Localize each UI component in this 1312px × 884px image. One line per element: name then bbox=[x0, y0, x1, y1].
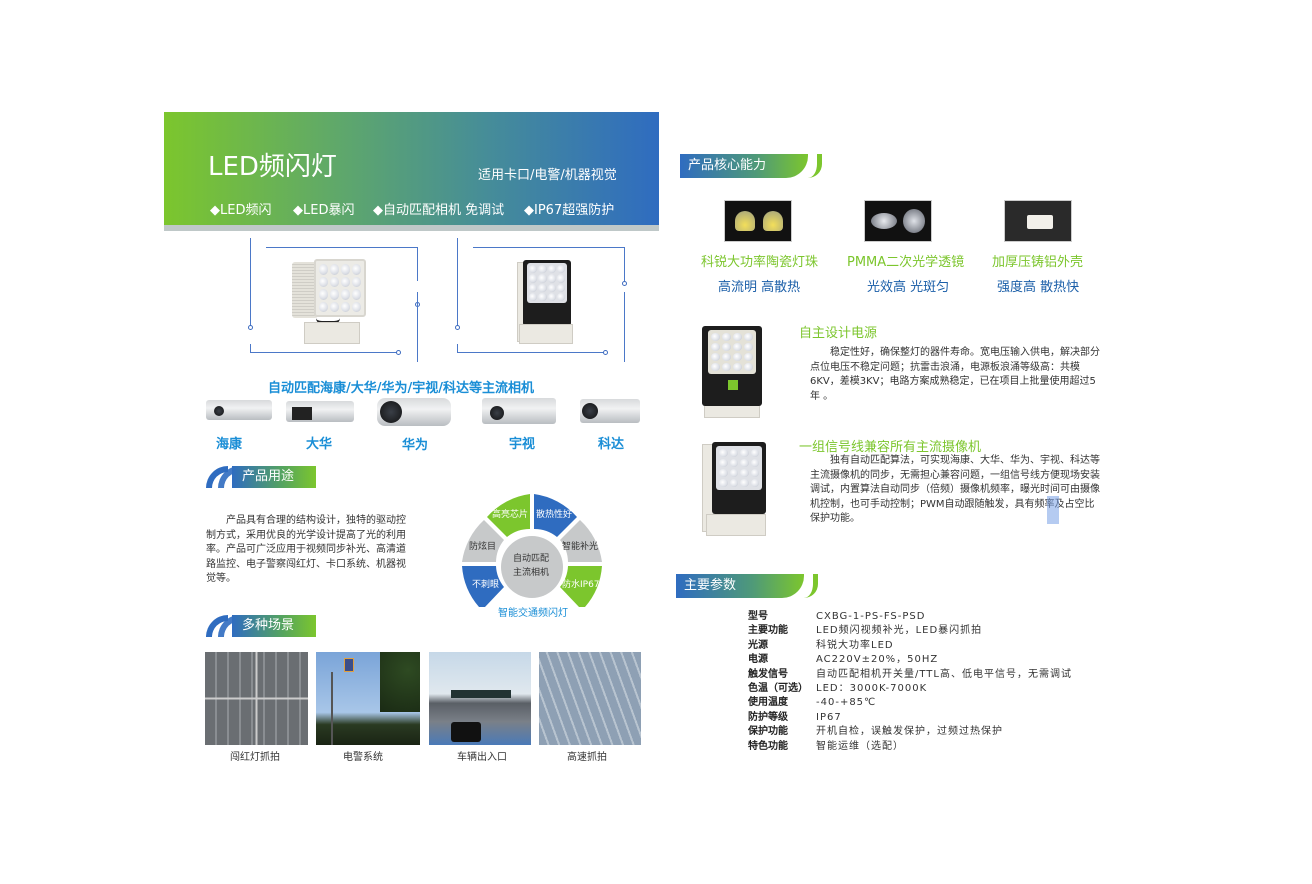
scene-image-e-police bbox=[316, 652, 420, 745]
core-sub-pmma-lens: 光效高 光斑匀 bbox=[867, 280, 950, 295]
header-banner bbox=[164, 112, 659, 226]
wheel-segment-anti-dazzle: 防炫目 bbox=[469, 542, 497, 552]
camera-image-dahua bbox=[286, 401, 354, 422]
camera-image-uniview bbox=[482, 398, 556, 424]
param-key: 触发信号 bbox=[748, 668, 788, 680]
param-key: 使用温度 bbox=[748, 697, 788, 709]
scene-label-highway: 高速抓拍 bbox=[567, 752, 607, 763]
feature-title-signal: 一组信号线兼容所有主流摄像机 bbox=[799, 440, 982, 455]
feature-led-flash: ◆LED频闪 bbox=[210, 203, 272, 218]
camera-label-hikvision: 海康 bbox=[216, 437, 243, 452]
section-tab-params: 主要参数 bbox=[676, 574, 821, 598]
param-row: 型号 CXBG-1-PS-FS-PSD bbox=[748, 610, 1072, 624]
camera-image-kedacom bbox=[580, 399, 640, 423]
scene-image-vehicle-gate bbox=[429, 652, 531, 745]
param-value: LED频闪视频补光，LED暴闪抓拍 bbox=[816, 625, 983, 637]
camera-label-dahua: 大华 bbox=[306, 437, 333, 452]
camera-label-huawei: 华为 bbox=[402, 438, 429, 453]
feature-title-power: 自主设计电源 bbox=[799, 326, 878, 341]
param-row: 保护功能 开机自检，误触发保护，过频过热保护 bbox=[748, 725, 1072, 739]
usage-paragraph: 产品具有合理的结构设计，独特的驱动控制方式，采用优良的光学设计提高了光的利用率。… bbox=[206, 515, 406, 584]
cameras-title: 自动匹配海康/大华/华为/宇视/科达等主流相机 bbox=[268, 381, 534, 396]
section-title-scenes: 多种场景 bbox=[232, 615, 316, 637]
scene-image-highway bbox=[539, 652, 641, 745]
scene-label-red-light: 闯红灯抓拍 bbox=[230, 752, 280, 763]
section-tab-usage: 产品用途 bbox=[206, 466, 316, 488]
core-image-led-chip bbox=[724, 200, 792, 242]
param-key: 特色功能 bbox=[748, 740, 788, 752]
core-title-pmma-lens: PMMA二次光学透镜 bbox=[847, 255, 965, 270]
param-row: 触发信号 自动匹配相机开关量/TTL高、低电平信号，无需调试 bbox=[748, 668, 1072, 682]
wheel-segment-no-glare: 不刺眼 bbox=[472, 580, 500, 590]
param-row: 防护等级 IP67 bbox=[748, 711, 1072, 725]
core-title-aluminum-shell: 加厚压铸铝外壳 bbox=[992, 255, 1084, 270]
feature-text-signal: 独有自动匹配算法，可实现海康、大华、华为、宇视、科达等主流摄像机的同步，无需担心… bbox=[810, 455, 1100, 524]
header-subtitle: 适用卡口/电警/机器视觉 bbox=[478, 168, 617, 183]
core-image-pmma-lens bbox=[864, 200, 932, 242]
core-sub-led-chip: 高流明 高散热 bbox=[718, 280, 801, 295]
wheel-segment-high-brightness: 高亮芯片 bbox=[492, 510, 529, 520]
param-row: 色温（可选） LED：3000K-7000K bbox=[748, 682, 1072, 696]
param-key: 电源 bbox=[748, 654, 768, 666]
param-row: 光源 科锐大功率LED bbox=[748, 639, 1072, 653]
param-key: 保护功能 bbox=[748, 726, 788, 738]
camera-image-huawei bbox=[377, 398, 451, 426]
param-value: 科锐大功率LED bbox=[816, 639, 894, 651]
text-selection-highlight bbox=[1047, 496, 1059, 524]
param-value: 开机自检，误触发保护，过频过热保护 bbox=[816, 726, 1003, 738]
param-row: 使用温度 -40-+85℃ bbox=[748, 696, 1072, 710]
feature-text-power: 稳定性好，确保整灯的器件寿命。宽电压输入供电，解决部分点位电压不稳定问题；抗雷击… bbox=[810, 347, 1100, 402]
section-tab-scenes: 多种场景 bbox=[206, 615, 316, 637]
scene-label-vehicle-gate: 车辆出入口 bbox=[457, 752, 507, 763]
param-value: AC220V±20%，50HZ bbox=[816, 654, 939, 666]
core-sub-aluminum-shell: 强度高 散热快 bbox=[997, 280, 1080, 295]
param-value: CXBG-1-PS-FS-PSD bbox=[816, 611, 926, 622]
section-title-usage: 产品用途 bbox=[232, 466, 316, 488]
core-image-aluminum-shell bbox=[1004, 200, 1072, 242]
wheel-center-line2: 主流相机 bbox=[513, 568, 550, 578]
param-value: 自动匹配相机开关量/TTL高、低电平信号，无需调试 bbox=[816, 668, 1072, 680]
camera-label-kedacom: 科达 bbox=[598, 437, 625, 452]
param-key: 主要功能 bbox=[748, 625, 788, 637]
wheel-center-line1: 自动匹配 bbox=[513, 554, 550, 564]
param-row: 电源 AC220V±20%，50HZ bbox=[748, 653, 1072, 667]
param-value: IP67 bbox=[816, 711, 842, 723]
scene-image-red-light bbox=[205, 652, 308, 745]
scene-label-e-police: 电警系统 bbox=[343, 752, 383, 763]
product-image-black-lamp bbox=[447, 238, 627, 363]
feature-wheel-diagram: 高亮芯片 散热性好 智能补光 防水IP67 不刺眼 防炫目 自动匹配 主流相机 bbox=[459, 489, 605, 607]
feature-image-power-lamp bbox=[700, 326, 764, 418]
core-title-led-chip: 科锐大功率陶瓷灯珠 bbox=[701, 255, 819, 270]
feature-ip67: ◆IP67超强防护 bbox=[524, 203, 615, 218]
param-key: 型号 bbox=[748, 611, 768, 622]
param-row: 特色功能 智能运维（选配） bbox=[748, 740, 1072, 754]
page-title: LED频闪灯 bbox=[208, 152, 337, 182]
wheel-caption: 智能交通频闪灯 bbox=[498, 608, 568, 619]
feature-auto-match: ◆自动匹配相机 免调试 bbox=[373, 203, 505, 218]
wheel-segment-ip67: 防水IP67 bbox=[562, 580, 600, 590]
section-tab-core: 产品核心能力 bbox=[680, 154, 825, 178]
param-value: LED：3000K-7000K bbox=[816, 682, 928, 694]
param-key: 光源 bbox=[748, 639, 768, 651]
param-key: 色温（可选） bbox=[748, 682, 808, 694]
section-title-core: 产品核心能力 bbox=[680, 154, 808, 178]
param-value: 智能运维（选配） bbox=[816, 740, 904, 752]
wheel-segment-smart-fill: 智能补光 bbox=[562, 542, 599, 552]
wheel-segment-heat-dissipation: 散热性好 bbox=[536, 510, 573, 520]
camera-image-hikvision bbox=[206, 400, 272, 420]
params-table: 型号 CXBG-1-PS-FS-PSD 主要功能 LED频闪视频补光，LED暴闪抓拍… bbox=[748, 610, 1072, 754]
section-title-params: 主要参数 bbox=[676, 574, 804, 598]
param-key: 防护等级 bbox=[748, 711, 788, 723]
product-image-white-lamp bbox=[240, 238, 420, 363]
camera-label-uniview: 宇视 bbox=[509, 437, 536, 452]
header-shadow bbox=[164, 225, 659, 231]
feature-image-signal-lamp bbox=[702, 440, 768, 536]
param-value: -40-+85℃ bbox=[816, 697, 877, 709]
param-row: 主要功能 LED频闪视频补光，LED暴闪抓拍 bbox=[748, 624, 1072, 638]
feature-led-burst: ◆LED暴闪 bbox=[293, 203, 355, 218]
